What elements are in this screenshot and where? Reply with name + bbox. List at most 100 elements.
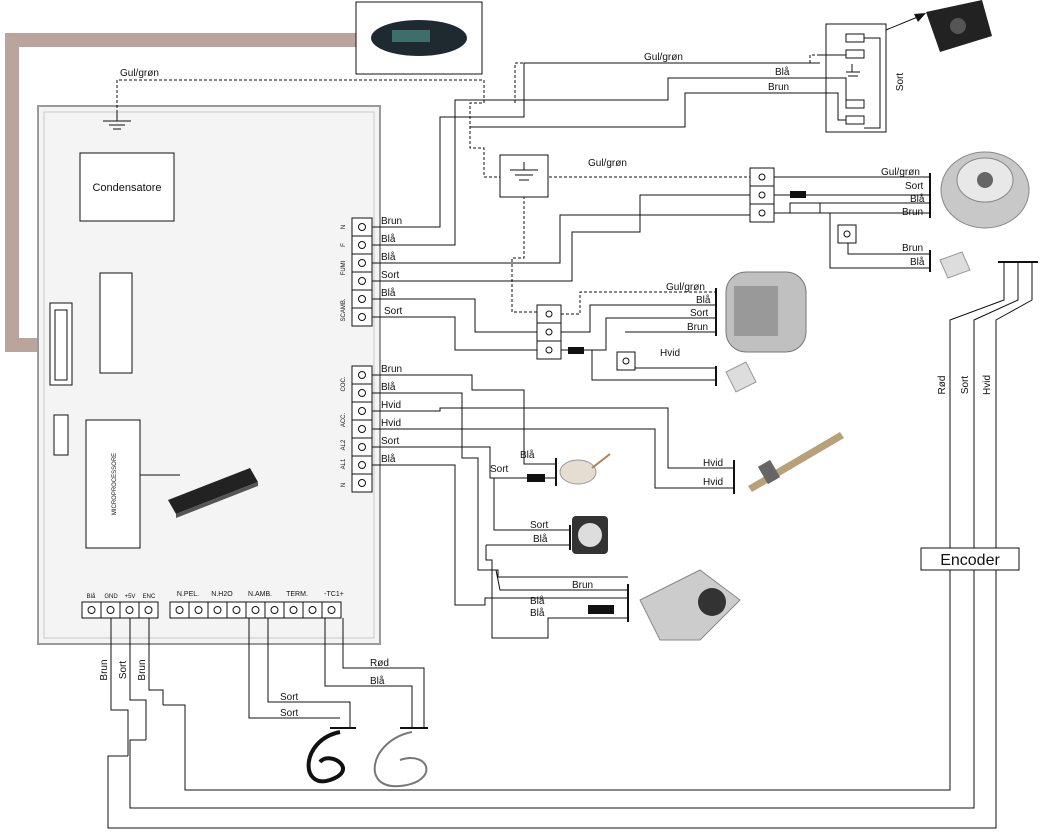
lbl-tr-bla: Blå <box>775 66 790 78</box>
wire-tc-bla <box>324 618 413 728</box>
terminal-screw <box>358 461 366 469</box>
lbl-bot-brun1: Brun <box>99 659 110 680</box>
ground-symbol-board <box>103 113 131 130</box>
enc-wire-rod <box>163 262 1005 791</box>
exhaust-fan-photo <box>940 151 1030 229</box>
wire-al2-sort <box>372 446 570 531</box>
lbl-acc-hvid1: Hvid <box>381 400 401 411</box>
terminal-screw <box>358 479 366 487</box>
wire-scamb-bla <box>372 298 537 333</box>
bt1-label-3: +5V <box>125 594 136 600</box>
lbl-top-gul: Gul/grøn <box>120 68 159 79</box>
lbl-ign-hvid2: Hvid <box>703 477 723 488</box>
lbl-motor-brun: Brun <box>572 580 593 591</box>
lbl-fan-bla2: Blå <box>910 256 925 268</box>
wire-al1-bla <box>372 464 628 606</box>
terminal-screw <box>358 407 366 415</box>
ribbon-connector <box>49 302 73 386</box>
term-label-acc: ACC. <box>341 413 347 428</box>
terminal-screw <box>358 425 366 433</box>
lbl-coc-brun: Brun <box>381 364 402 375</box>
lbl-therm-sort: Sort <box>490 464 509 475</box>
lbl-bl-brun: Brun <box>687 322 708 333</box>
encoder-box <box>920 547 1020 571</box>
blower-photo <box>725 271 807 353</box>
lbl-fan-brun: Brun <box>902 207 923 218</box>
terminal-screw <box>87 606 96 614</box>
wire-tc-rod <box>342 618 425 728</box>
terminal-screw <box>106 606 115 614</box>
term-label-al2: AL2 <box>341 439 347 450</box>
bt1-label-4: ENC <box>143 594 156 600</box>
wire-top-dash <box>116 79 755 178</box>
lbl-enc-rod: Rød <box>937 376 948 395</box>
term-label-n: N <box>341 225 347 229</box>
left-terminal-block <box>351 217 373 493</box>
terminal-screw <box>358 443 366 451</box>
thermostat-photo <box>559 453 611 485</box>
blower-terminal-block <box>536 304 562 360</box>
lbl-fumi-bla: Blå <box>381 251 396 263</box>
igniter-photo <box>748 432 844 492</box>
term-label-f: F <box>341 243 347 247</box>
lbl-fan-gul: Gul/grøn <box>881 167 920 178</box>
lbl-tc-bla: Blå <box>370 675 385 687</box>
capacitor-photo <box>939 251 971 279</box>
lbl-press-sort: Sort <box>530 520 549 531</box>
term-label-al1: AL1 <box>341 458 347 469</box>
ground-symbol-center <box>499 154 549 198</box>
lbl-mid-gul: Gul/grøn <box>588 158 627 169</box>
wire-scamb-sort <box>372 316 537 351</box>
fan-terminal-block <box>749 167 775 223</box>
encoder-label: Encoder <box>940 552 1000 569</box>
display-panel <box>355 1 483 75</box>
wire-n-brun <box>372 62 820 228</box>
lbl-n-brun: Brun <box>381 216 402 227</box>
wire-amb-sort2 <box>267 618 351 728</box>
terminal-screw <box>125 606 134 614</box>
terminal-screw <box>144 606 153 614</box>
lbl-fan-bla: Blå <box>910 193 925 205</box>
lbl-scamb-bla: Blå <box>381 287 396 299</box>
term-label-n2: N <box>341 483 347 487</box>
wire-fumi-bla <box>372 214 755 264</box>
lbl-coc-bla: Blå <box>381 381 396 393</box>
terminal-screw <box>358 389 366 397</box>
lbl-therm-bla: Blå <box>520 449 535 461</box>
bt2-label-3: N.AMB. <box>248 591 272 598</box>
auger-motor-photo <box>639 569 741 641</box>
wire-therm-bla <box>523 458 556 465</box>
wire-f-bla <box>372 77 820 246</box>
bot-wire-sort <box>129 618 147 740</box>
arrow-line <box>885 15 921 31</box>
terminal-screw <box>327 606 336 614</box>
terminal-screw <box>175 606 184 614</box>
terminal-screw <box>358 259 366 267</box>
lbl-bl-hvid: Hvid <box>660 348 680 359</box>
lbl-bl-gul: Gul/grøn <box>666 282 705 293</box>
terminal-screw <box>232 606 241 614</box>
microprocessor-box <box>85 419 141 549</box>
term-label-scamb: SCAMB. <box>341 298 347 321</box>
blower-wire-gul <box>561 291 716 315</box>
lbl-tc-rod: Rød <box>370 658 389 669</box>
terminal-screw <box>289 606 298 614</box>
lbl-press-bla: Blå <box>533 533 548 545</box>
blower-wire-bla <box>561 304 716 333</box>
wire-top-brun <box>470 92 820 128</box>
blower-wire-hvid <box>561 349 717 381</box>
lbl-al1-bla: Blå <box>381 453 396 465</box>
lbl-bot-sort: Sort <box>118 661 129 680</box>
wire-gnd-dash <box>511 196 540 313</box>
wire-fumi-sort <box>372 194 755 282</box>
terminal-screw <box>251 606 260 614</box>
enc-wire-sort <box>129 262 1019 809</box>
terminal-screw <box>358 223 366 231</box>
lbl-bl-bla: Blå <box>696 294 711 306</box>
bt1-label-1: Blå <box>87 593 96 600</box>
wire-coc-brun <box>372 374 525 458</box>
condenser-label: Condensatore <box>92 182 161 194</box>
lbl-amb-sort2: Sort <box>280 708 299 719</box>
lbl-tr-sort: Sort <box>895 73 906 92</box>
